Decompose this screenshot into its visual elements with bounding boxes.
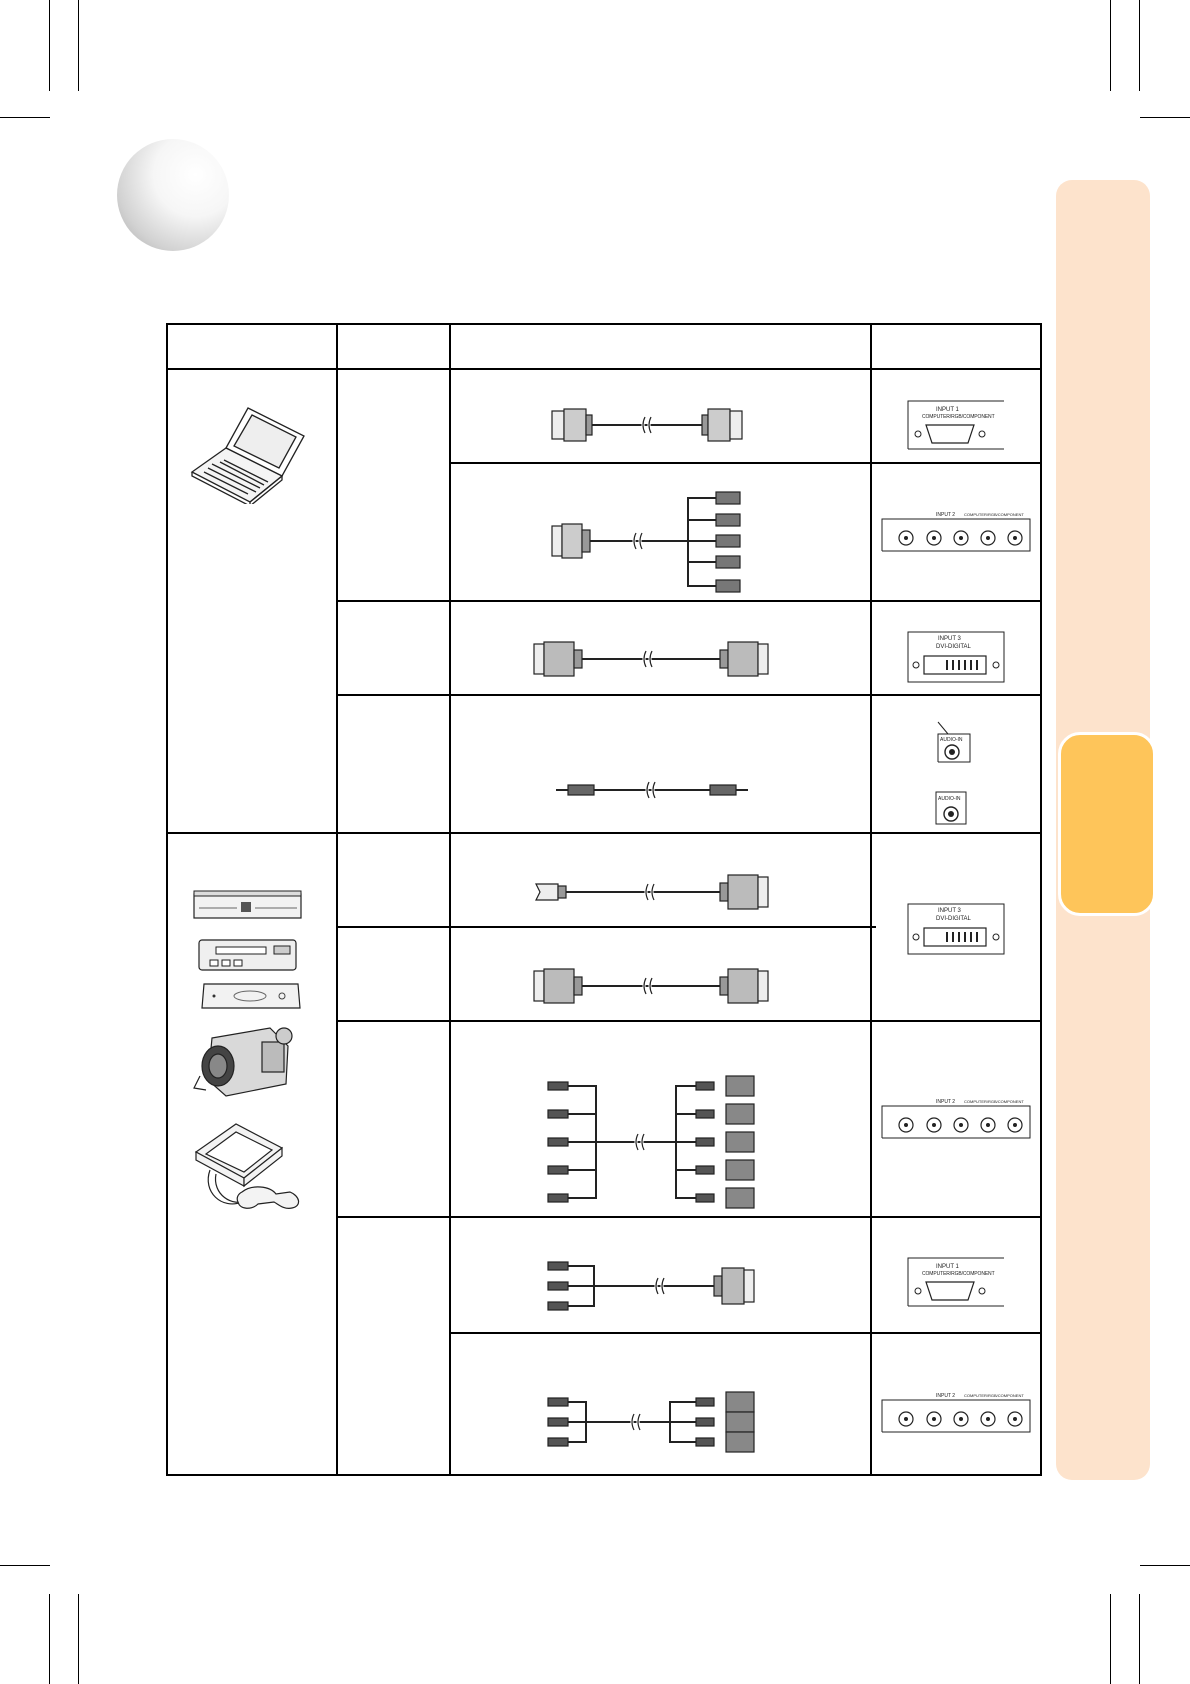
- hdmi-to-dvi-cable-icon: [535, 874, 769, 910]
- input2-sub-label: COMPUTER/RGB/COMPONENT: [964, 512, 1024, 517]
- table-rule: [166, 368, 1042, 370]
- audio-cable-icon: [556, 781, 748, 799]
- input2-sub-label: COMPUTER/RGB/COMPONENT: [964, 1393, 1024, 1398]
- crop-mark: [1110, 0, 1111, 91]
- terminal-input1: INPUT 1 COMPUTER/RGB/COMPONENT: [904, 399, 1006, 451]
- table-rule: [336, 1216, 1042, 1218]
- crop-mark: [78, 0, 79, 91]
- input3-label: INPUT 3: [938, 636, 961, 642]
- camcorder-icon: [193, 1027, 293, 1097]
- table-rule: [166, 323, 168, 1476]
- input2-label: INPUT 2: [936, 1099, 956, 1105]
- table-rule: [336, 323, 338, 1476]
- dvd-player-icon: [193, 890, 302, 919]
- table-rule: [166, 832, 1042, 834]
- terminal-input3-av: INPUT 3 DVI-DIGITAL: [904, 902, 1008, 958]
- chapter-number-circle: [117, 139, 229, 251]
- terminal-input2-av: INPUT 2 COMPUTER/RGB/COMPONENT: [880, 1096, 1032, 1140]
- bnc-ports-icon: [881, 1105, 1031, 1139]
- rca-to-bnc-3-cable-icon: [547, 1391, 755, 1453]
- terminal-input1-av: INPUT 1 COMPUTER/RGB/COMPONENT: [904, 1256, 1006, 1308]
- crop-mark: [49, 1594, 50, 1684]
- audio-jack-icon: [935, 791, 967, 825]
- audio-in-label: AUDIO-IN: [938, 796, 961, 802]
- audio-in-label: AUDIO-IN: [940, 737, 963, 743]
- dvi-cable-icon-2: [533, 968, 769, 1004]
- terminal-input2-av2: INPUT 2 COMPUTER/RGB/COMPONENT: [880, 1390, 1032, 1434]
- crop-mark: [1110, 1594, 1111, 1684]
- chapter-tab-active[interactable]: [1058, 732, 1156, 916]
- table-rule: [449, 323, 451, 1476]
- table-rule: [336, 600, 1042, 602]
- terminal-input2: INPUT 2 COMPUTER/RGB/COMPONENT: [880, 509, 1032, 553]
- audio-jack-icon: [937, 721, 971, 763]
- table-rule: [870, 323, 872, 1476]
- table-rule: [166, 323, 1042, 325]
- vga-port-icon: [907, 1257, 1004, 1307]
- input3-sub-label: DVI-DIGITAL: [936, 916, 971, 922]
- game-console-icon: [194, 1123, 300, 1209]
- table-rule: [336, 1020, 1042, 1022]
- input2-sub-label: COMPUTER/RGB/COMPONENT: [964, 1099, 1024, 1104]
- dvi-port-icon: [907, 903, 1005, 955]
- vga-port-icon: [907, 400, 1004, 450]
- input2-label: INPUT 2: [936, 512, 956, 518]
- input1-sub-label: COMPUTER/RGB/COMPONENT: [922, 1271, 995, 1277]
- terminal-audio-in-2: AUDIO-IN: [934, 790, 974, 826]
- input3-sub-label: DVI-DIGITAL: [936, 644, 971, 650]
- crop-mark: [0, 1565, 50, 1566]
- crop-mark: [1140, 117, 1190, 118]
- input1-label: INPUT 1: [936, 1264, 959, 1270]
- input2-label: INPUT 2: [936, 1393, 956, 1399]
- input1-sub-label: COMPUTER/RGB/COMPONENT: [922, 414, 995, 420]
- connection-table: [166, 323, 1042, 1476]
- dvi-port-icon: [907, 631, 1005, 683]
- table-rule: [166, 1474, 1042, 1476]
- input3-label: INPUT 3: [938, 908, 961, 914]
- crop-mark: [49, 0, 50, 91]
- rgb-to-bnc-cable-icon: [551, 491, 741, 593]
- laptop-icon: [190, 407, 305, 504]
- bnc-ports-icon: [881, 1399, 1031, 1433]
- table-rule: [449, 462, 1042, 464]
- crop-mark: [1140, 1565, 1190, 1566]
- set-top-box-icon: [201, 983, 301, 1009]
- input1-label: INPUT 1: [936, 407, 959, 413]
- component-to-rgb-cable-icon: [547, 1261, 755, 1311]
- table-rule: [1040, 323, 1042, 1476]
- crop-mark: [0, 117, 50, 118]
- terminal-audio-in-1: AUDIO-IN: [934, 720, 974, 764]
- crop-mark: [1139, 0, 1140, 91]
- table-rule: [449, 1332, 1042, 1334]
- table-rule: [336, 694, 1042, 696]
- rca-to-bnc-cable-icon: [547, 1075, 755, 1209]
- vcr-icon: [198, 939, 297, 971]
- rgb-cable-icon: [551, 408, 743, 442]
- table-rule: [336, 926, 876, 928]
- dvi-cable-icon: [533, 641, 769, 677]
- crop-mark: [78, 1594, 79, 1684]
- crop-mark: [1139, 1594, 1140, 1684]
- bnc-ports-icon: [881, 518, 1031, 552]
- terminal-input3: INPUT 3 DVI-DIGITAL: [904, 630, 1008, 686]
